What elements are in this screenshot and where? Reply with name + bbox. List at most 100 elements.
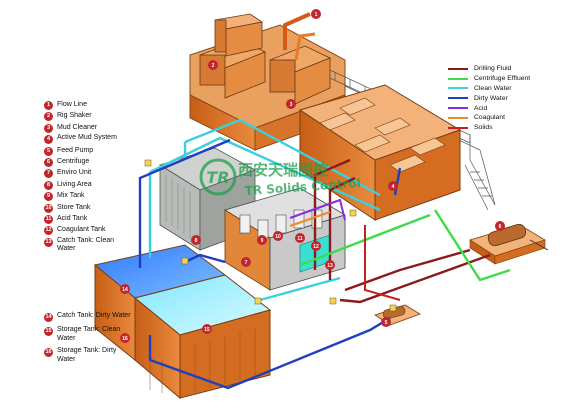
callout-10: 10 xyxy=(273,231,283,241)
legend-number-badge: 3 xyxy=(44,123,53,133)
legend-label: Catch Tank: Clean Water xyxy=(57,236,115,253)
active-mud-tank xyxy=(298,84,462,221)
legend-label: Storage Tank: Clean Water xyxy=(57,326,121,342)
valves xyxy=(144,159,397,312)
pipe-coagulant xyxy=(289,211,331,227)
legend-label: Feed Pump xyxy=(57,146,94,154)
flow-legend-swatch xyxy=(448,97,468,100)
flow-legend-item: Solids xyxy=(448,123,568,133)
svg-text:14: 14 xyxy=(122,287,128,293)
svg-text:13: 13 xyxy=(327,263,333,269)
legend-label: Living Area xyxy=(57,180,92,188)
legend-item: 9 Mix Tank xyxy=(44,191,124,202)
callout-11: 11 xyxy=(295,233,305,243)
callout-1: 1 xyxy=(311,9,321,19)
callout-15: 15 xyxy=(202,324,212,334)
legend-item: 2 Rig Shaker xyxy=(44,111,124,122)
legend-label: Centrifuge xyxy=(57,157,90,165)
legend-number-badge: 9 xyxy=(44,192,53,202)
svg-text:8: 8 xyxy=(195,238,198,244)
callout-12: 12 xyxy=(311,241,321,251)
callout-8: 8 xyxy=(191,235,201,245)
flow-legend-item: Coagulant xyxy=(448,113,568,123)
legend-label: Flow Line xyxy=(57,101,87,108)
callout-14: 14 xyxy=(120,284,130,294)
legend-number-badge: 1 xyxy=(44,101,53,110)
callout-6: 6 xyxy=(495,221,505,231)
legend-label: Active Mud System xyxy=(57,134,117,142)
callout-7: 7 xyxy=(241,257,251,267)
legend-label: Catch Tank: Dirty Water xyxy=(57,312,131,319)
pipe-drilling-fluid xyxy=(313,158,491,304)
legend-label: Mix Tank xyxy=(57,192,85,200)
flow-legend-label: Clean Water xyxy=(474,84,512,92)
pipe-dirty-water xyxy=(138,138,402,390)
legend-number-badge: 14 xyxy=(44,313,53,322)
callout-4: 4 xyxy=(388,181,398,191)
legend-label: Store Tank xyxy=(57,203,91,211)
legend-item: 8 Living Area xyxy=(44,180,124,191)
flow-legend-swatch xyxy=(448,87,468,90)
flow-legend-label: Centrifuge Effluent xyxy=(474,75,531,83)
legend-item: 12 Coagulant Tank xyxy=(44,225,124,236)
component-legend: 1 Flow Line 2 Rig Shaker 3 Mud Cleaner 4 Active… xyxy=(44,100,124,252)
centrifuge-skid xyxy=(469,223,549,265)
watermark-chinese: 西安天瑞固控 xyxy=(238,161,328,179)
svg-text:6: 6 xyxy=(499,224,502,230)
legend-label: Coagulant Tank xyxy=(57,226,106,234)
callouts: 1 2 3 4 5 6 7 8 9 10 11 12 13 14 15 16 xyxy=(120,9,505,343)
legend-label: Mud Cleaner xyxy=(57,123,98,131)
flow-legend-item: Acid xyxy=(448,103,568,113)
legend-label: Rig Shaker xyxy=(57,112,92,120)
flow-legend-item: Centrifuge Effluent xyxy=(448,74,568,84)
flow-legend-swatch xyxy=(448,116,468,119)
legend-number-badge: 11 xyxy=(44,214,53,224)
flow-legend-label: Dirty Water xyxy=(474,94,508,102)
legend-item: 15 Storage Tank: Clean Water xyxy=(44,326,134,343)
flow-legend-label: Acid xyxy=(474,104,488,112)
legend-item: 3 Mud Cleaner xyxy=(44,123,124,134)
legend-number-badge: 13 xyxy=(44,237,53,247)
callout-2: 2 xyxy=(208,60,218,70)
callout-16: 16 xyxy=(120,333,130,343)
storage-tank-clean-water xyxy=(133,274,272,400)
svg-text:4: 4 xyxy=(392,184,395,190)
svg-text:7: 7 xyxy=(245,260,248,266)
svg-text:16: 16 xyxy=(122,336,128,342)
pipe-clean-water xyxy=(148,118,381,302)
callout-5: 5 xyxy=(381,317,391,327)
legend-number-badge: 2 xyxy=(44,112,53,122)
legend-item: 1 Flow Line xyxy=(44,100,124,111)
legend-number-badge: 16 xyxy=(44,348,53,357)
legend-label: Enviro Unit xyxy=(57,169,92,177)
callout-13: 13 xyxy=(325,260,335,270)
flow-legend-swatch xyxy=(448,67,468,70)
flow-legend-swatch xyxy=(448,77,468,80)
legend-number-badge: 10 xyxy=(44,203,53,213)
svg-text:11: 11 xyxy=(297,236,303,242)
flow-legend-item: Clean Water xyxy=(448,84,568,94)
watermark-logo: TR xyxy=(206,168,229,187)
flow-legend-swatch xyxy=(448,107,468,110)
legend-number-badge: 12 xyxy=(44,226,53,236)
legend-item: 13 Catch Tank: Clean Water xyxy=(44,237,124,252)
svg-text:2: 2 xyxy=(212,63,215,69)
legend-number-badge: 15 xyxy=(44,327,53,336)
pipe-acid xyxy=(289,198,346,221)
legend-number-badge: 4 xyxy=(44,135,53,145)
legend-number-badge: 5 xyxy=(44,146,53,156)
legend-number-badge: 8 xyxy=(44,180,53,190)
pipe-solids xyxy=(364,225,401,301)
flow-legend-label: Solids xyxy=(474,124,493,132)
legend-item: 10 Store Tank xyxy=(44,203,124,214)
flow-legend-swatch xyxy=(448,126,468,129)
flow-legend-label: Coagulant xyxy=(474,114,505,122)
callout-3: 3 xyxy=(286,99,296,109)
legend-item: 5 Feed Pump xyxy=(44,146,124,157)
